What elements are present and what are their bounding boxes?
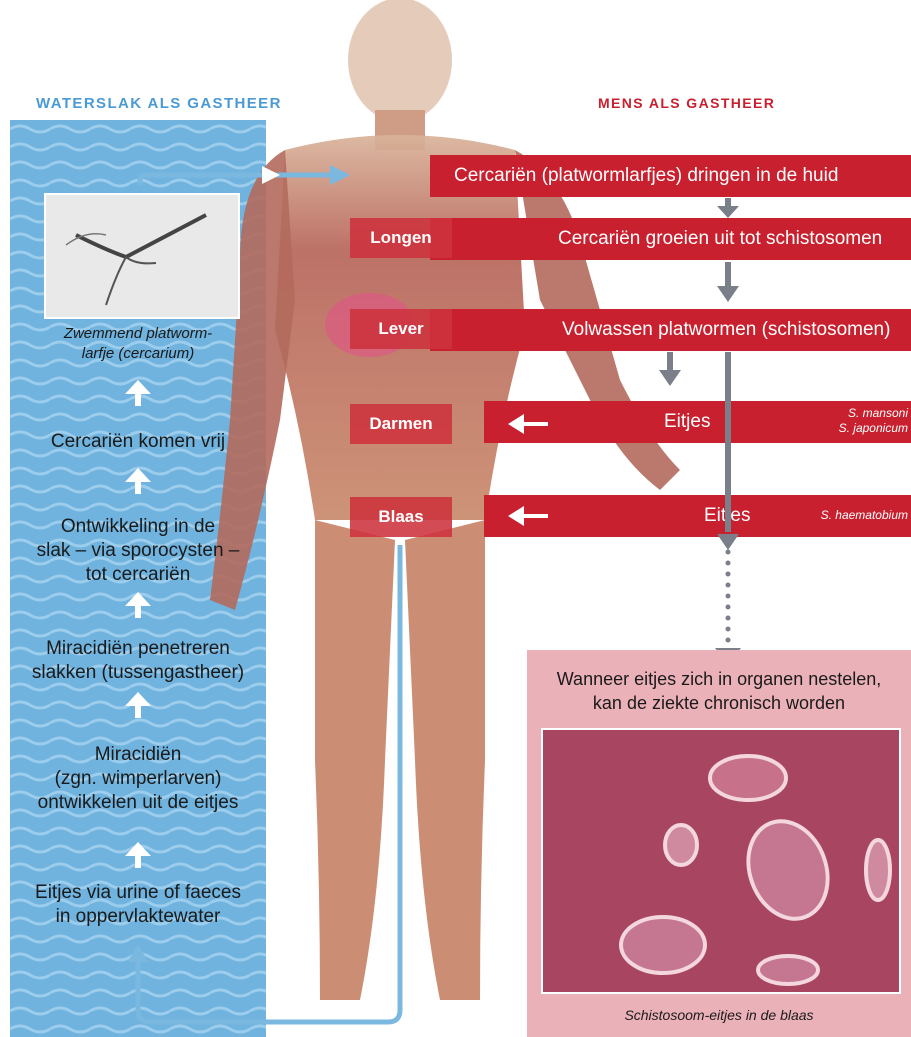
step-text: Eitjes via urine of faeces: [10, 881, 266, 905]
connector-to-body: [140, 175, 262, 185]
chronic-text: Wanneer eitjes zich in organen nestelen,…: [527, 667, 911, 715]
bladder-eggs-micrograph: [541, 728, 901, 994]
chronic-disease-panel: Wanneer eitjes zich in organen nestelen,…: [527, 650, 911, 1037]
up-arrow-icon: [128, 944, 148, 962]
step-miracidia-penetrate: Miracidiën penetreren slakken (tussengas…: [10, 637, 266, 685]
dotted-line: [726, 550, 731, 643]
left-arrow-icon: [508, 414, 548, 434]
right-arrow-icon: [262, 166, 280, 184]
step-text: slak – via sporocysten –: [10, 539, 266, 563]
right-arrow-icon: [330, 165, 350, 185]
step-text: ontwikkelen uit de eitjes: [10, 791, 266, 815]
step-eggs-in-water: Eitjes via urine of faeces in oppervlakt…: [10, 881, 266, 929]
step-text: (zgn. wimperlarven): [10, 767, 266, 791]
chronic-text-line: kan de ziekte chronisch worden: [527, 691, 911, 715]
step-cercariae-released: Cercariën komen vrij: [10, 430, 266, 454]
photo-caption-line: Zwemmend platworm-: [10, 324, 266, 344]
step-text: Miracidiën: [10, 743, 266, 767]
step-development-in-snail: Ontwikkeling in de slak – via sporocyste…: [10, 515, 266, 587]
step-text: Cercariën komen vrij: [10, 430, 266, 454]
cercarium-photo: [44, 193, 240, 319]
chronic-text-line: Wanneer eitjes zich in organen nestelen,: [527, 667, 911, 691]
micrograph-caption: Schistosoom-eitjes in de blaas: [527, 1007, 911, 1023]
step-text: tot cercariën: [10, 563, 266, 587]
left-arrow-icon: [508, 506, 548, 526]
step-text: Miracidiën penetreren: [10, 637, 266, 661]
photo-caption: Zwemmend platworm- larfje (cercarium): [10, 324, 266, 364]
photo-caption-line: larfje (cercarium): [10, 344, 266, 364]
step-text: in oppervlaktewater: [10, 905, 266, 929]
step-text: slakken (tussengastheer): [10, 661, 266, 685]
step-miracidia-develop: Miracidiën (zgn. wimperlarven) ontwikkel…: [10, 743, 266, 815]
step-text: Ontwikkeling in de: [10, 515, 266, 539]
